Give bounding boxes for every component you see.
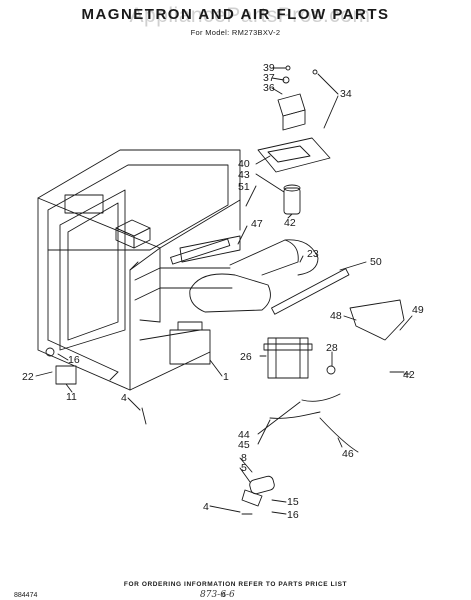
callout-16-left: 16 [68,354,80,366]
handwritten-note: 873-6-6 [200,590,235,600]
document-number: 884474 [14,592,38,599]
callout-26: 26 [240,351,252,363]
callout-48: 48 [330,310,342,322]
callout-49: 49 [412,304,424,316]
callout-43: 43 [238,169,250,181]
callout-47: 47 [251,218,263,230]
callout-51: 51 [238,181,250,193]
callout-11: 11 [66,391,77,403]
callout-16-lower: 16 [287,509,299,521]
cabinet-drawing [35,65,413,515]
callout-50: 50 [370,256,382,268]
model-subtitle: For Model: RM273BXV-2 [190,28,281,37]
callout-40: 40 [238,158,250,170]
callout-5: 5 [241,462,247,474]
callout-22: 22 [22,371,34,383]
callout-23: 23 [307,248,319,260]
callout-labels: 39 37 36 34 40 43 51 42 47 23 50 48 49 2… [22,62,424,521]
page-number: 6 [222,592,226,599]
callout-1: 1 [223,371,229,383]
watermark: AppliancePartsPros.com [129,4,371,27]
callout-39: 39 [263,62,275,74]
ordering-note: FOR ORDERING INFORMATION REFER TO PARTS … [123,581,348,588]
callout-28: 28 [326,342,338,354]
callout-37: 37 [263,72,275,84]
callout-4-left: 4 [121,392,127,404]
callout-44: 44 [238,429,250,441]
callout-46: 46 [342,448,354,460]
page-title: MAGNETRON AND AIR FLOW PARTS [81,6,390,23]
callout-15: 15 [287,496,299,508]
callout-42-upper: 42 [284,217,296,229]
callout-8: 8 [241,452,247,464]
callout-4-lower: 4 [203,501,209,513]
callout-36: 36 [263,82,275,94]
callout-45: 45 [238,439,250,451]
callout-34: 34 [340,88,352,100]
callout-42-lower: 42 [403,369,415,381]
